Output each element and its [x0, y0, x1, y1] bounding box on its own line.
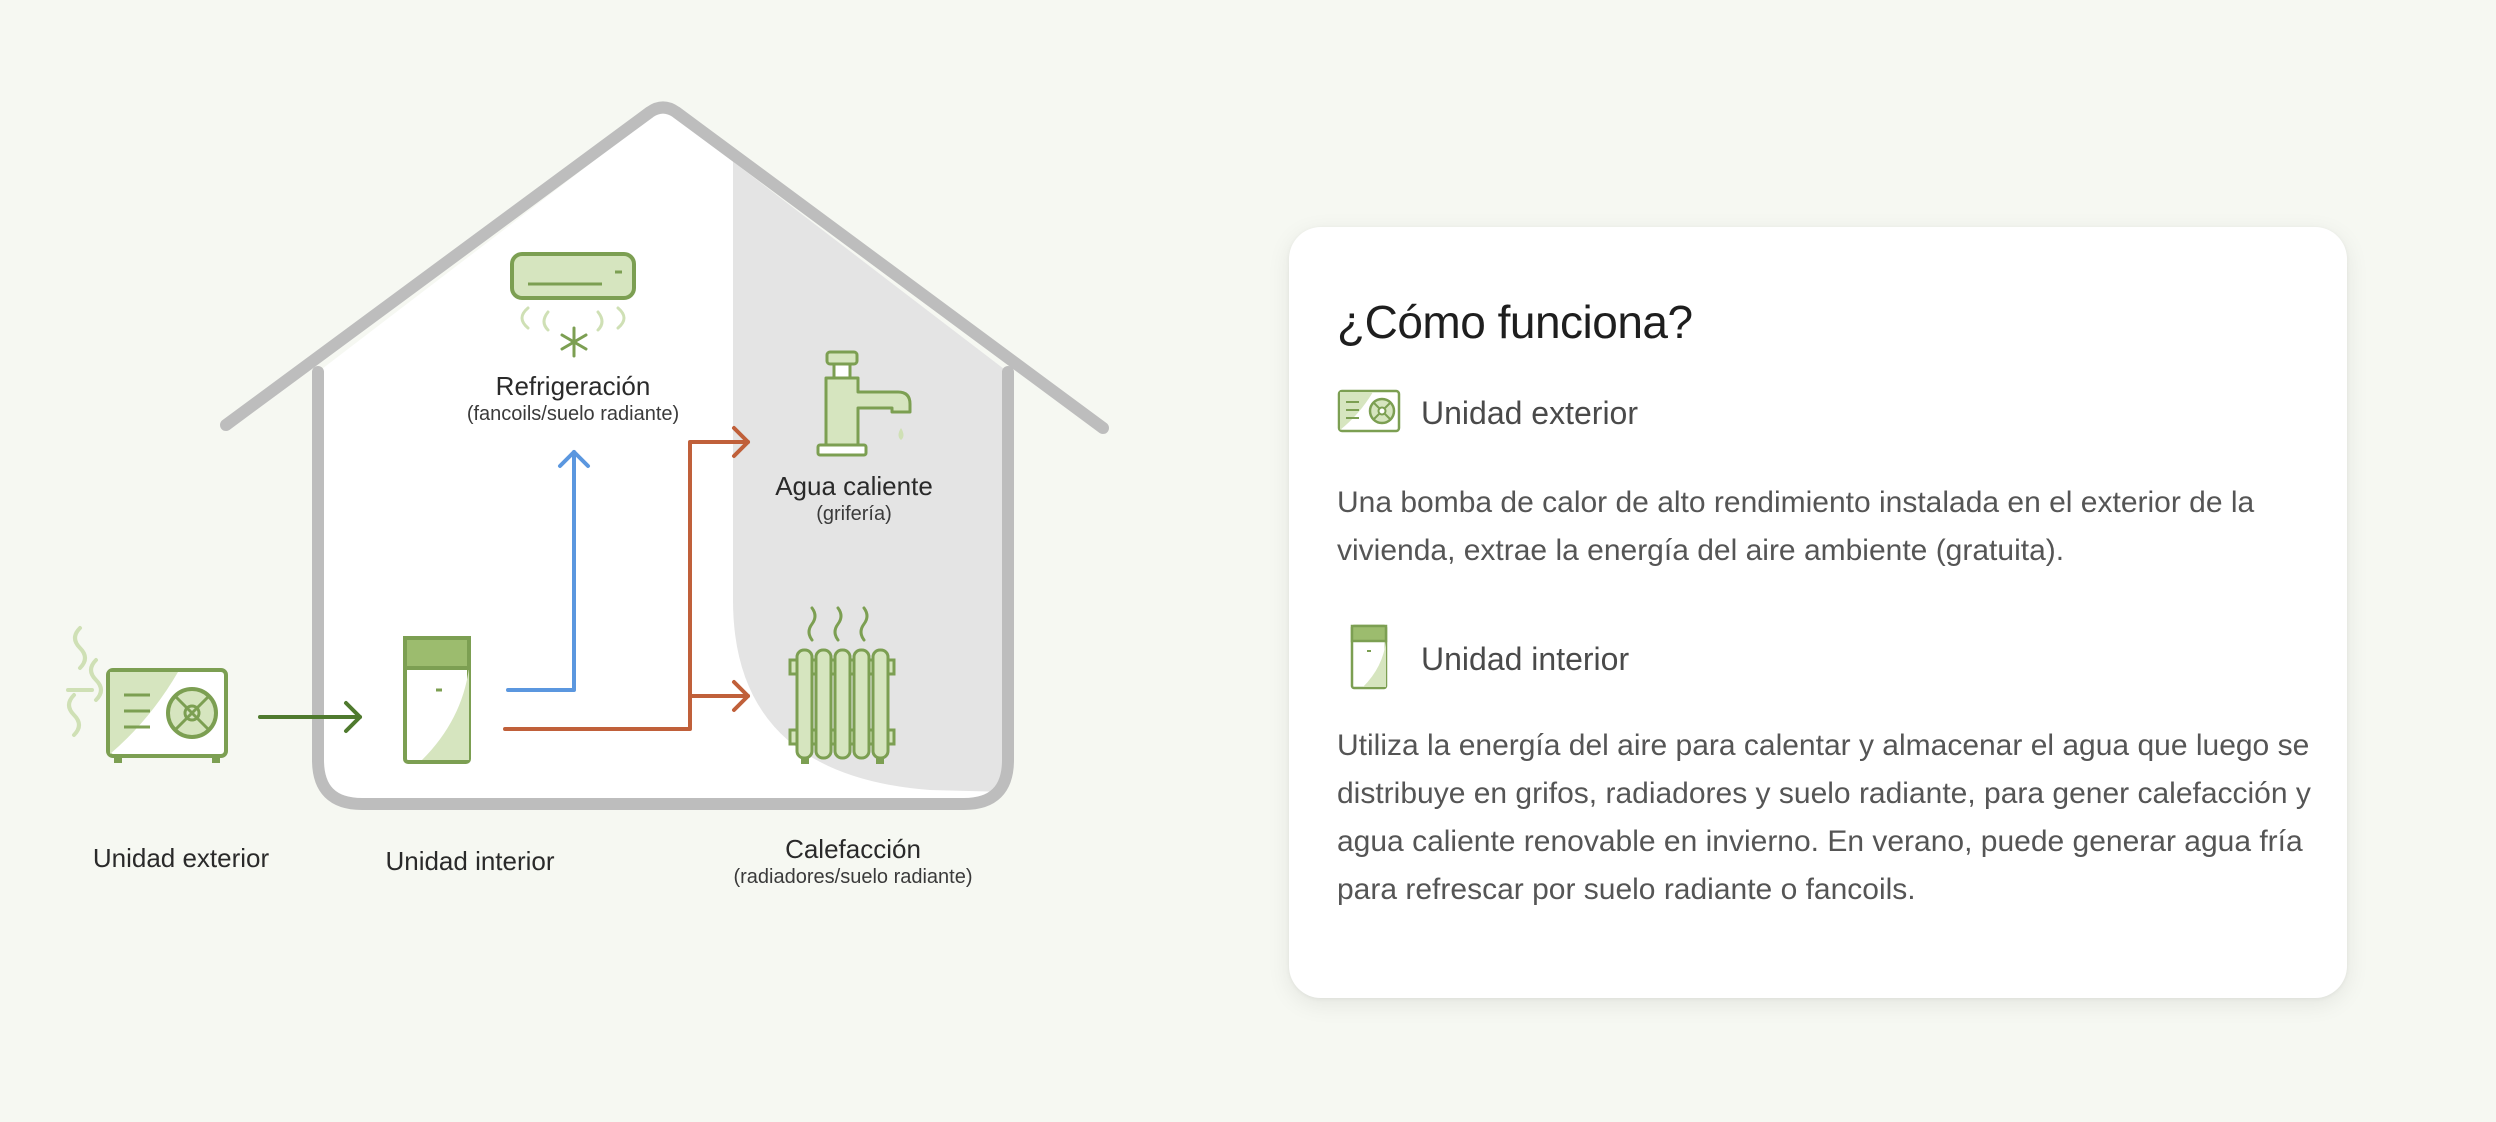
indoor-unit-icon: [1337, 623, 1401, 696]
house-outline: [220, 101, 1109, 810]
hot-water-label: Agua caliente (grifería): [775, 471, 933, 525]
legend-outdoor-unit: Unidad exterior: [1337, 387, 1638, 440]
arrow-outdoor-to-indoor: [258, 701, 362, 733]
arrow-to-hot-water-and-heating: [503, 426, 750, 731]
legend-indoor-unit-label: Unidad interior: [1421, 641, 1630, 677]
faucet-icon: [816, 350, 912, 457]
outdoor-unit-description: Una bomba de calor de alto rendimiento i…: [1337, 486, 2255, 567]
cooling-label: Refrigeración (fancoils/suelo radiante): [466, 371, 680, 425]
legend-indoor-unit: Unidad interior: [1337, 623, 1629, 696]
card-title: ¿Cómo funciona?: [1337, 296, 1693, 348]
arrow-to-cooling: [506, 450, 590, 692]
diagram-graphic: [66, 101, 1109, 810]
radiator-icon: [788, 606, 896, 764]
heat-pump-outdoor-unit-icon: [66, 626, 228, 763]
indoor-unit-label: Unidad interior: [385, 846, 555, 876]
heat-pump-diagram: Unidad exterior Unidad interior Refriger…: [0, 0, 1150, 1000]
indoor-unit-graphic: [403, 636, 471, 764]
legend-outdoor-unit-label: Unidad exterior: [1421, 395, 1638, 431]
heating-label: Calefacción (radiadores/suelo radiante): [733, 834, 973, 888]
outdoor-unit-label: Unidad exterior: [92, 843, 270, 873]
how-it-works-card: ¿Cómo funciona? Unidad exterior Una bomb…: [1289, 227, 2347, 998]
air-conditioner-icon: [510, 252, 636, 358]
indoor-unit-description: Utiliza la energía del aire para calenta…: [1337, 729, 2311, 906]
outdoor-unit-icon: [1337, 387, 1401, 440]
